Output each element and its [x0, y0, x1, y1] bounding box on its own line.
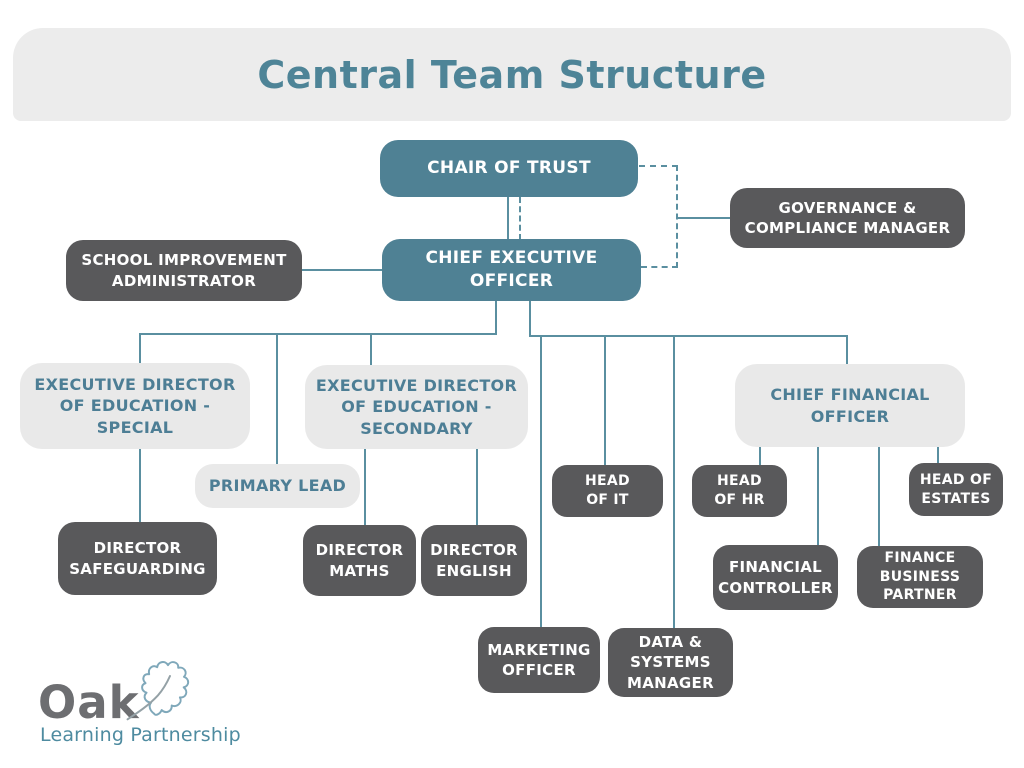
page-title: Central Team Structure — [257, 52, 767, 97]
connector-right-bus — [529, 335, 848, 337]
connector-sia-ceo — [302, 269, 383, 271]
org-node-chair-of-trust: CHAIR OF TRUST — [380, 140, 638, 197]
title-banner: Central Team Structure — [13, 28, 1011, 121]
connector-chair-bracket-h — [639, 165, 678, 167]
connector-edspecial-dirsafe — [139, 449, 141, 522]
connector-chair-ceo-dashed — [519, 197, 521, 240]
connector-edsecondary-drop — [370, 333, 372, 366]
connector-governance — [678, 217, 730, 219]
connector-cfo-finbp — [878, 447, 880, 546]
connector-datasys-drop — [673, 335, 675, 628]
connector-bracket-ceo-h — [641, 266, 678, 268]
org-node-governance-compliance-manager: GOVERNANCE &COMPLIANCE MANAGER — [730, 188, 965, 248]
oak-leaf-icon — [122, 654, 200, 730]
connector-chair-ceo — [507, 197, 509, 240]
logo-wordmark: Oak — [38, 676, 140, 729]
connector-cfo-drop — [846, 335, 848, 364]
connector-edspecial-drop — [139, 333, 141, 364]
connector-edsecondary-direnglish — [476, 449, 478, 525]
connector-primary-drop — [276, 333, 278, 464]
oak-learning-partnership-logo: Oak Learning Partnership — [38, 652, 258, 752]
connector-ceo-right-drop — [529, 300, 531, 337]
logo-tagline: Learning Partnership — [40, 724, 241, 746]
connector-cfo-fincontroller — [817, 447, 819, 545]
connector-marketing-drop — [540, 335, 542, 627]
connector-edsecondary-dirmaths — [364, 449, 366, 525]
connector-ceo-left-drop — [495, 300, 497, 335]
connector-cfo-headhr — [759, 447, 761, 465]
connector-headit-drop — [604, 335, 606, 465]
connector-left-bus — [139, 333, 497, 335]
connector-cfo-headestates — [937, 447, 939, 463]
connector-bracket-v — [676, 165, 678, 268]
org-node-primary-lead: PRIMARY LEAD — [195, 464, 360, 508]
